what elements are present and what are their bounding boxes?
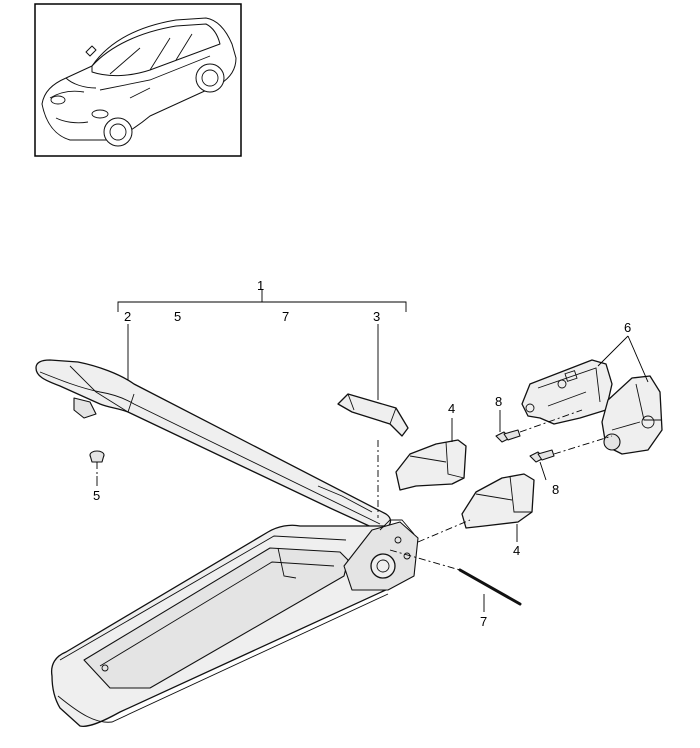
callouts: 1 2 5 7 3 4 4 5 6 7 8 8: [93, 278, 631, 629]
console-base: [50, 519, 419, 728]
callout-1: 1: [257, 278, 264, 293]
callout-4-lower: 4: [513, 543, 520, 558]
callout-5-left: 5: [93, 488, 100, 503]
callout-8-upper: 8: [495, 394, 502, 409]
callout-6: 6: [624, 320, 631, 335]
vehicle-thumbnail: [34, 3, 242, 157]
cover-cap-part-3: [337, 393, 409, 518]
assembly-bracket: [117, 290, 407, 312]
screw-upper: [495, 429, 521, 443]
callout-7-right: 7: [480, 614, 487, 629]
hinge-cover-lower: [461, 473, 535, 529]
vehicle-overview-icon: [41, 17, 237, 147]
callout-4-upper: 4: [448, 401, 455, 416]
alignment-lines: [389, 409, 613, 571]
callout-2: 2: [124, 309, 131, 324]
clip-part-5: [89, 450, 105, 476]
callout-8-lower: 8: [552, 482, 559, 497]
leader-lines: [96, 324, 649, 612]
hinge-cover-upper: [395, 439, 467, 491]
callout-3: 3: [373, 309, 380, 324]
callout-5-bracket: 5: [174, 309, 181, 324]
hinge-bracket-right: [601, 375, 663, 455]
armrest-lid: [35, 359, 392, 531]
callout-7-bracket: 7: [282, 309, 289, 324]
screw-lower: [529, 449, 555, 463]
hinge-bracket-left: [521, 359, 613, 425]
hinge-pin-part-7: [458, 568, 522, 606]
